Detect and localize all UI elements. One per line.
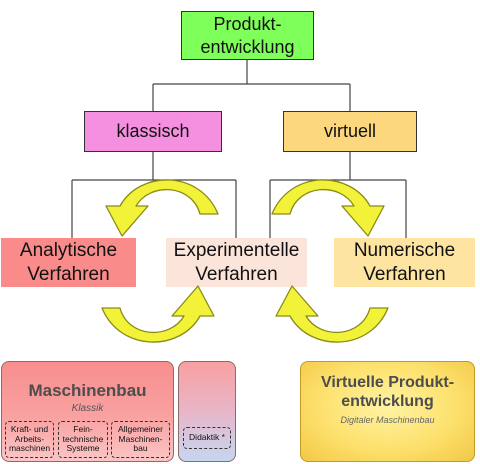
category-label: Arbeits- bbox=[14, 433, 45, 444]
node-klassisch: klassisch bbox=[84, 111, 222, 152]
node-experimentelle-verfahren: Experimentelle Verfahren bbox=[166, 238, 307, 287]
panel-title-line: entwicklung bbox=[341, 393, 434, 411]
curved-arrow-icon bbox=[101, 285, 215, 343]
category-label: Kraft- und bbox=[10, 423, 49, 434]
category-label: Systeme bbox=[66, 443, 100, 454]
category-label: Maschinen- bbox=[118, 433, 163, 444]
node-label: Verfahren bbox=[27, 263, 110, 285]
curved-arrow-icon bbox=[105, 179, 219, 237]
node-label: Analytische bbox=[19, 239, 118, 261]
node-label: Verfahren bbox=[195, 263, 278, 285]
maschinenbau-panel: Maschinenbau Klassik Kraft- und Arbeits-… bbox=[1, 361, 174, 462]
category-allgemeiner-maschinenbau: Allgemeiner Maschinen- bau bbox=[111, 421, 170, 458]
node-produktentwicklung: Produkt- entwicklung bbox=[181, 11, 314, 60]
panel-title: Maschinenbau bbox=[28, 381, 147, 400]
category-label: technische bbox=[62, 433, 104, 444]
category-label: Allgemeiner bbox=[118, 423, 163, 434]
category-label: Didaktik * bbox=[189, 432, 225, 443]
node-analytische-verfahren: Analytische Verfahren bbox=[1, 238, 136, 287]
category-label: bau bbox=[133, 443, 148, 454]
node-label: Verfahren bbox=[363, 263, 446, 285]
node-label: Produkt- bbox=[213, 14, 282, 34]
category-feintechnische-systeme: Fein- technische Systeme bbox=[58, 421, 108, 458]
category-kraft-arbeitsmaschinen: Kraft- und Arbeits- maschinen bbox=[5, 421, 54, 458]
node-label: virtuell bbox=[323, 121, 376, 142]
panel-subtitle: Digitaler Maschinenbau bbox=[340, 415, 435, 425]
panel-title: Virtuelle Produkt- entwicklung bbox=[301, 373, 474, 411]
curved-arrow-icon bbox=[271, 179, 385, 237]
node-label: Numerische bbox=[353, 239, 456, 261]
node-label: klassisch bbox=[116, 121, 190, 142]
panel-subtitle: Klassik bbox=[71, 403, 104, 414]
category-label: maschinen bbox=[8, 443, 51, 454]
category-label: Fein- bbox=[73, 423, 93, 434]
node-virtuell: virtuell bbox=[283, 111, 417, 152]
category-didaktik: Didaktik * bbox=[183, 427, 231, 449]
node-label: entwicklung bbox=[200, 36, 295, 57]
virtuelle-produktentwicklung-panel: Virtuelle Produkt- entwicklung Digitaler… bbox=[300, 361, 475, 462]
curved-arrow-icon bbox=[275, 285, 389, 343]
panel-title-line: Virtuelle Produkt- bbox=[320, 374, 455, 391]
node-label: Experimentelle bbox=[173, 239, 300, 261]
didaktik-panel: Didaktik * bbox=[178, 361, 236, 462]
node-numerische-verfahren: Numerische Verfahren bbox=[334, 238, 475, 287]
